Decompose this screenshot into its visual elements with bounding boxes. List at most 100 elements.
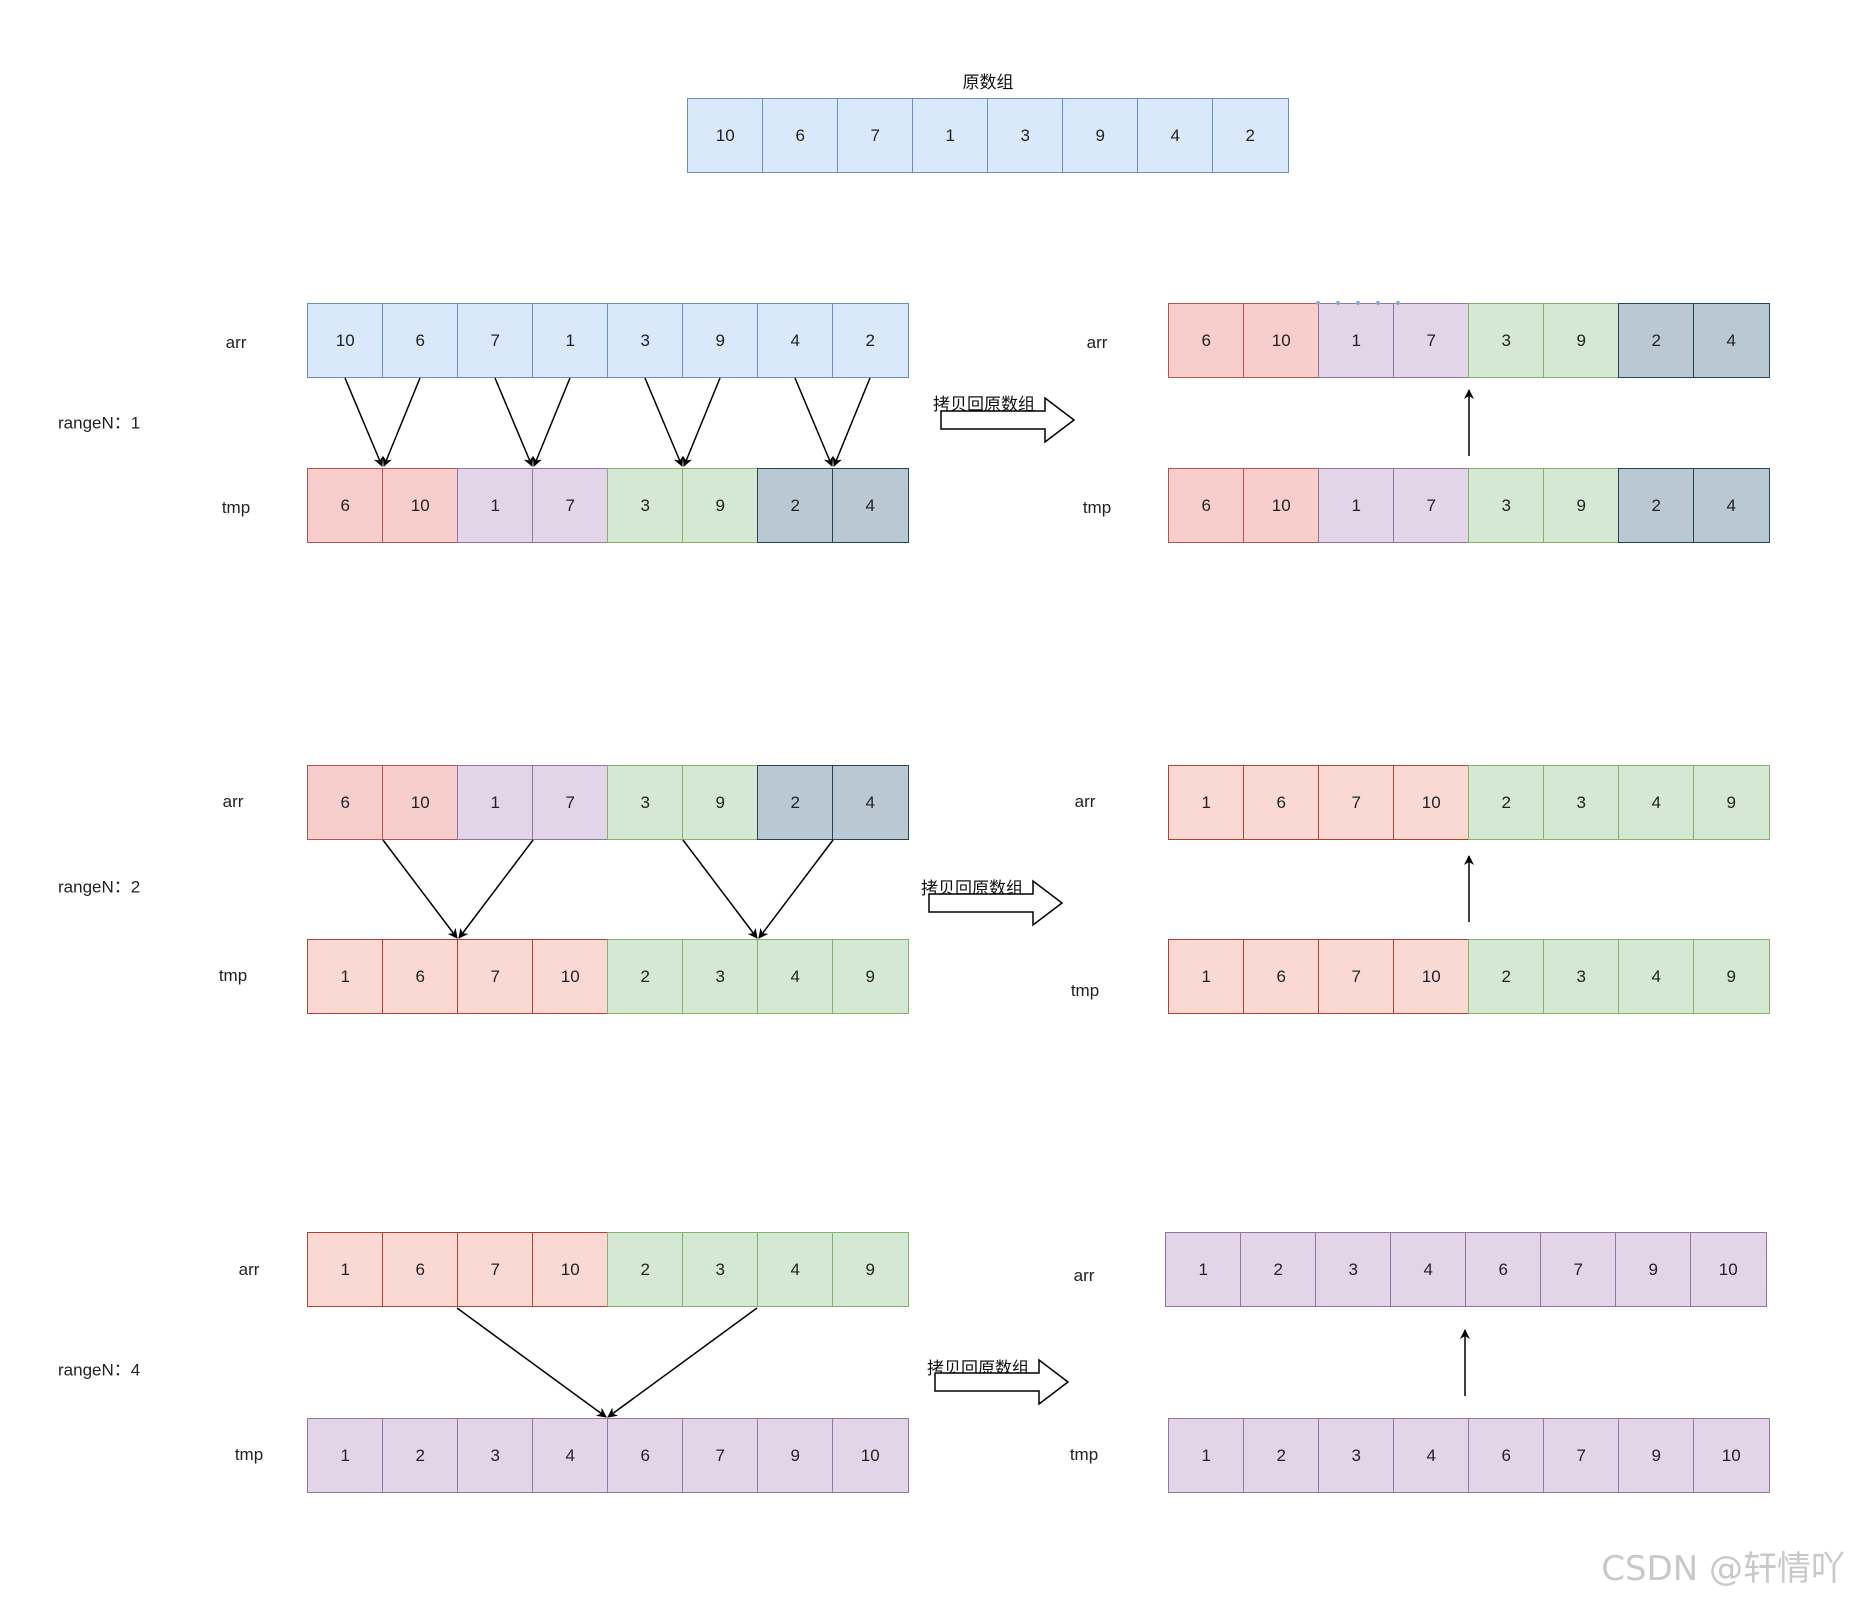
array-cell: 6 [1465,1232,1542,1307]
merge-arrow [344,377,384,467]
array-cell: 6 [607,1418,684,1493]
stage3-copied-tmp-label: tmp [1069,1445,1099,1464]
merge-arrow [758,839,834,939]
array-cell: 9 [1693,939,1770,1014]
merge-arrow [682,377,721,467]
array-cell: 7 [457,1232,534,1307]
array-cell: 4 [1618,939,1695,1014]
stage2-arr-label: arr [222,792,244,811]
array-cell: 1 [1168,765,1245,840]
array-cell: 6 [382,303,459,378]
array-cell: 3 [682,939,759,1014]
array-cell: 3 [1315,1232,1392,1307]
array-cell: 2 [1618,468,1695,543]
array-cell: 9 [682,303,759,378]
array-cell: 7 [1318,939,1395,1014]
array-cell: 4 [1693,468,1770,543]
array-cell: 7 [532,468,609,543]
array-cell: 6 [1243,939,1320,1014]
array-cell: 10 [1690,1232,1767,1307]
array-cell: 7 [1393,468,1470,543]
array-cell: 3 [987,98,1064,173]
array-cell: 6 [307,765,384,840]
array-cell: 1 [1165,1232,1242,1307]
array-cell: 9 [1615,1232,1692,1307]
array-cell: 10 [1393,939,1470,1014]
merge-arrow [382,839,458,939]
copy-back-label-1: 拷贝回原数组 [933,395,1035,414]
array-cell: 4 [832,468,909,543]
array-cell: 9 [757,1418,834,1493]
array-cell: 3 [1543,765,1620,840]
merge-arrow [832,377,871,467]
array-cell: 10 [832,1418,909,1493]
array-cell: 10 [382,468,459,543]
array-cell: 3 [607,303,684,378]
stage2-copied-arr-label: arr [1074,792,1096,811]
range-label-1: rangeN：1 [58,413,141,433]
array-cell: 7 [1393,303,1470,378]
range-label-2: rangeN：2 [58,877,141,897]
array-cell: 9 [1543,468,1620,543]
array-cell: 6 [307,468,384,543]
diagram-title: 原数组 [962,73,1014,92]
array-cell: 3 [457,1418,534,1493]
array-cell: 2 [607,939,684,1014]
array-cell: 10 [687,98,764,173]
array-cell: 4 [757,1232,834,1307]
copy-back-arrow [940,396,1076,444]
array-cell: 9 [1693,765,1770,840]
merge-arrow [458,839,534,939]
merge-arrow [456,1307,607,1418]
array-cell: 4 [1137,98,1214,173]
array-cell: 6 [1168,468,1245,543]
array-cell: 7 [837,98,914,173]
array-cell: 3 [607,468,684,543]
array-cell: 7 [457,939,534,1014]
array-cell: 6 [1168,303,1245,378]
array-cell: 1 [307,939,384,1014]
array-cell: 4 [1618,765,1695,840]
array-cell: 9 [1618,1418,1695,1493]
array-cell: 2 [1468,765,1545,840]
array-cell: 2 [1618,303,1695,378]
array-cell: 3 [607,765,684,840]
array-cell: 1 [532,303,609,378]
array-cell: 6 [382,939,459,1014]
array-cell: 2 [1240,1232,1317,1307]
array-cell: 6 [1243,765,1320,840]
array-cell: 3 [1543,939,1620,1014]
stage2-copied-tmp-label: tmp [1070,981,1100,1000]
array-cell: 9 [1543,303,1620,378]
array-cell: 1 [912,98,989,173]
array-cell: 4 [1693,303,1770,378]
merge-arrow [607,1307,758,1418]
stage1-copied-tmp-label: tmp [1082,498,1112,517]
array-cell: 2 [1468,939,1545,1014]
array-cell: 3 [1468,468,1545,543]
merge-arrow [682,839,758,939]
merge-arrow [382,377,421,467]
array-cell: 7 [682,1418,759,1493]
array-cell: 1 [307,1232,384,1307]
array-cell: 4 [1393,1418,1470,1493]
array-cell: 4 [832,765,909,840]
array-cell: 1 [1168,939,1245,1014]
array-cell: 3 [1318,1418,1395,1493]
merge-arrow [644,377,684,467]
merge-arrow [494,377,534,467]
csdn-watermark: CSDN @轩情吖 [1601,1549,1845,1589]
